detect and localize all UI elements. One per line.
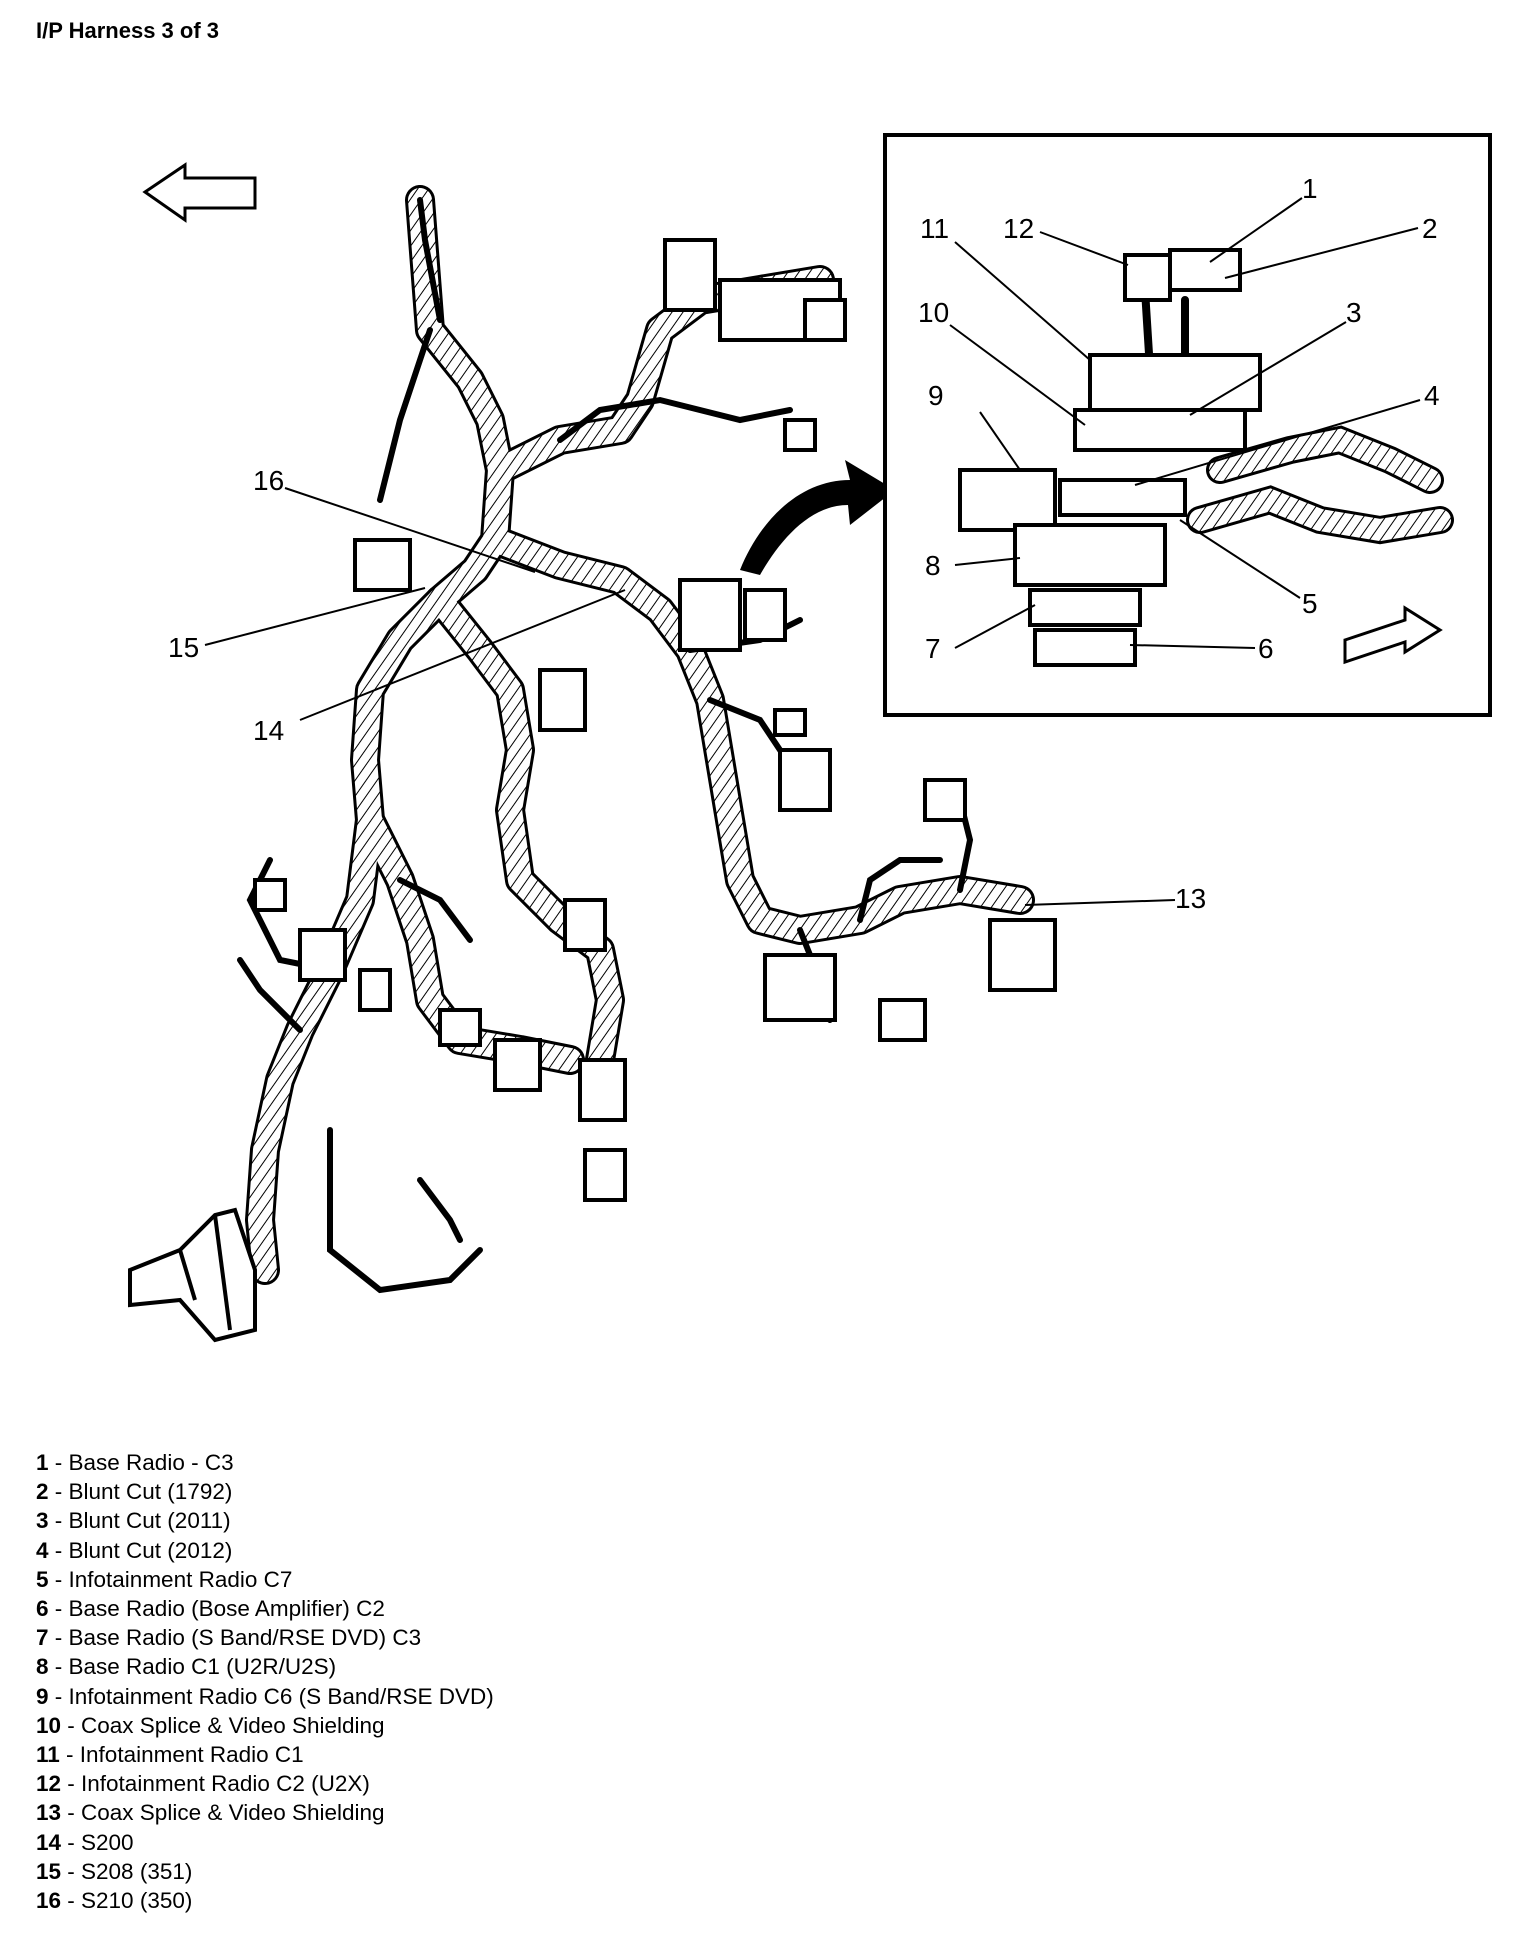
legend-item-number: 12 bbox=[36, 1771, 62, 1797]
legend-item-text: - Base Radio - C3 bbox=[48, 1450, 234, 1475]
leader-lines bbox=[204, 197, 1421, 906]
legend-item-number: 10 bbox=[36, 1712, 62, 1738]
legend-item: 1 - Base Radio - C3 bbox=[36, 1448, 494, 1477]
legend-item-text: - Blunt Cut (2011) bbox=[48, 1508, 231, 1534]
legend-item: 10 - Coax Splice & Video Shielding bbox=[36, 1711, 494, 1740]
legend-item-text: - S208 (351) bbox=[61, 1858, 193, 1884]
legend-item-number: 5 bbox=[36, 1566, 49, 1592]
legend-item: 11 - Infotainment Radio C1 bbox=[36, 1740, 494, 1769]
legend-item-number: 16 bbox=[36, 1888, 62, 1914]
legend-item-number: 8 bbox=[36, 1654, 49, 1680]
legend-item: 12 - Infotainment Radio C2 (U2X) bbox=[36, 1769, 494, 1798]
legend-item: 5 - Infotainment Radio C7 bbox=[36, 1565, 494, 1594]
callout-10: 10 bbox=[918, 297, 949, 328]
page-title: I/P Harness 3 of 3 bbox=[36, 18, 220, 43]
legend-item-text: - Blunt Cut (2012) bbox=[48, 1537, 233, 1563]
legend-item: 4 - Blunt Cut (2012) bbox=[36, 1536, 494, 1565]
legend-item: 8 - Base Radio C1 (U2R/U2S) bbox=[36, 1652, 494, 1681]
legend-item-number: 9 bbox=[36, 1683, 49, 1709]
callout-7: 7 bbox=[925, 633, 941, 664]
detail-pointer-arrow-icon bbox=[740, 460, 895, 575]
callout-2: 2 bbox=[1422, 213, 1438, 244]
callout-15: 15 bbox=[168, 632, 199, 663]
legend-item-text: - Coax Splice & Video Shielding bbox=[61, 1800, 385, 1826]
legend-item-number: 2 bbox=[36, 1479, 49, 1505]
legend-item: 9 - Infotainment Radio C6 (S Band/RSE DV… bbox=[36, 1682, 494, 1711]
legend-item-number: 11 bbox=[36, 1742, 60, 1768]
legend-item-text: - Blunt Cut (1792) bbox=[48, 1479, 233, 1505]
bulkhead-grommet bbox=[128, 1207, 257, 1343]
legend-item: 2 - Blunt Cut (1792) bbox=[36, 1477, 494, 1506]
callout-8: 8 bbox=[925, 550, 941, 581]
legend-item-number: 6 bbox=[36, 1596, 49, 1622]
legend-item-text: - Infotainment Radio C6 (S Band/RSE DVD) bbox=[48, 1683, 494, 1709]
legend-item-number: 7 bbox=[36, 1625, 49, 1651]
legend-item-number: 15 bbox=[36, 1858, 62, 1884]
callout-11: 11 bbox=[920, 213, 949, 244]
legend-item: 16 - S210 (350) bbox=[36, 1886, 494, 1915]
legend-item-text: - Infotainment Radio C2 (U2X) bbox=[61, 1771, 370, 1797]
callout-14: 14 bbox=[253, 715, 284, 746]
legend-item: 15 - S208 (351) bbox=[36, 1857, 494, 1886]
callout-1: 1 bbox=[1302, 173, 1318, 204]
legend-item-number: 4 bbox=[36, 1537, 49, 1563]
forward-arrow-icon bbox=[142, 162, 257, 223]
callout-4: 4 bbox=[1424, 380, 1440, 411]
legend-item-number: 1 bbox=[36, 1450, 49, 1475]
legend-item-number: 3 bbox=[36, 1508, 49, 1534]
legend-item-text: - S210 (350) bbox=[61, 1888, 193, 1914]
legend-item-text: - Infotainment Radio C7 bbox=[48, 1566, 293, 1592]
legend-item-text: - Infotainment Radio C1 bbox=[59, 1742, 304, 1768]
harness-connectors bbox=[253, 238, 1057, 1202]
legend-item: 7 - Base Radio (S Band/RSE DVD) C3 bbox=[36, 1623, 494, 1652]
callout-5: 5 bbox=[1302, 588, 1318, 619]
callout-12: 12 bbox=[1003, 213, 1034, 244]
legend-item-text: - Base Radio C1 (U2R/U2S) bbox=[48, 1654, 337, 1680]
legend-item: 3 - Blunt Cut (2011) bbox=[36, 1506, 494, 1535]
legend-item: 14 - S200 bbox=[36, 1828, 494, 1857]
legend-item-text: - S200 bbox=[61, 1829, 134, 1855]
harness-diagram: 1 2 3 4 5 6 7 8 9 10 11 12 13 14 15 16 bbox=[128, 133, 1492, 1343]
callout-6: 6 bbox=[1258, 633, 1274, 664]
legend-item-text: - Coax Splice & Video Shielding bbox=[61, 1712, 385, 1738]
callout-labels: 1 2 3 4 5 6 7 8 9 10 11 12 13 14 15 16 bbox=[168, 173, 1440, 914]
legend-item: 13 - Coax Splice & Video Shielding bbox=[36, 1798, 494, 1827]
callout-16: 16 bbox=[253, 465, 284, 496]
legend-item: 6 - Base Radio (Bose Amplifier) C2 bbox=[36, 1594, 494, 1623]
legend-item-text: - Base Radio (Bose Amplifier) C2 bbox=[48, 1596, 385, 1622]
inset-direction-arrow-icon bbox=[1343, 605, 1443, 665]
legend-item-text: - Base Radio (S Band/RSE DVD) C3 bbox=[48, 1625, 422, 1651]
branch-wires bbox=[237, 197, 974, 1294]
callout-9: 9 bbox=[928, 380, 944, 411]
detail-inset bbox=[883, 133, 1492, 717]
callout-3: 3 bbox=[1346, 297, 1362, 328]
legend-item-number: 13 bbox=[36, 1800, 62, 1826]
legend-item-number: 14 bbox=[36, 1829, 62, 1855]
callout-13: 13 bbox=[1175, 883, 1206, 914]
